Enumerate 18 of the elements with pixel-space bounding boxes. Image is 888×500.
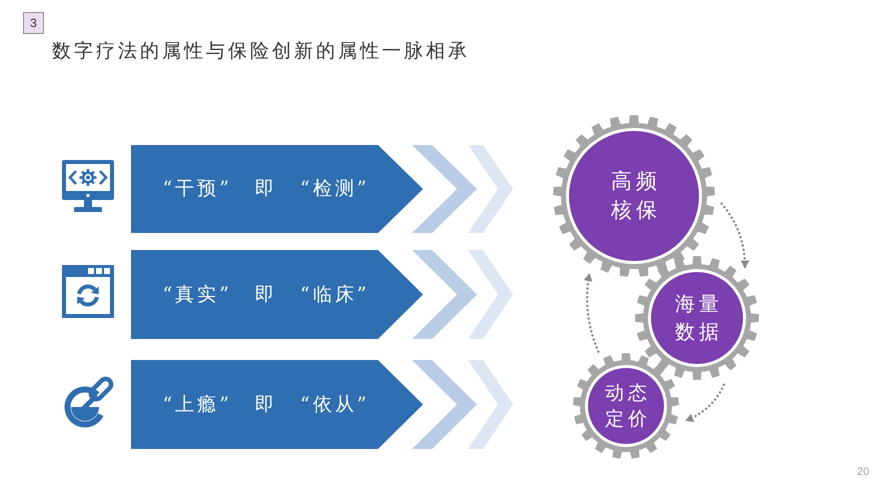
gear-label: 海量数据 bbox=[674, 290, 724, 345]
gear-label: 动态定价 bbox=[604, 380, 652, 432]
dotted-arrow bbox=[720, 202, 750, 270]
banner-label: “上瘾” 即 “依从” bbox=[162, 393, 370, 416]
arrow-banner bbox=[131, 360, 423, 449]
dotted-arrow bbox=[584, 272, 600, 353]
arrow-banner bbox=[131, 250, 423, 339]
banner-label: “真实” 即 “临床” bbox=[162, 283, 370, 306]
gear bbox=[553, 115, 715, 277]
arrow-banner bbox=[131, 145, 423, 233]
page-number: 20 bbox=[857, 466, 870, 480]
banner-label: “干预” 即 “检测” bbox=[162, 178, 370, 200]
dotted-arrow bbox=[684, 384, 726, 422]
gear-label: 高频核保 bbox=[610, 168, 662, 224]
slide-title: 数字疗法的属性与保险创新的属性一脉相承 bbox=[52, 40, 470, 63]
gear bbox=[573, 353, 679, 459]
section-number: 3 bbox=[23, 12, 44, 34]
gear bbox=[635, 256, 759, 380]
